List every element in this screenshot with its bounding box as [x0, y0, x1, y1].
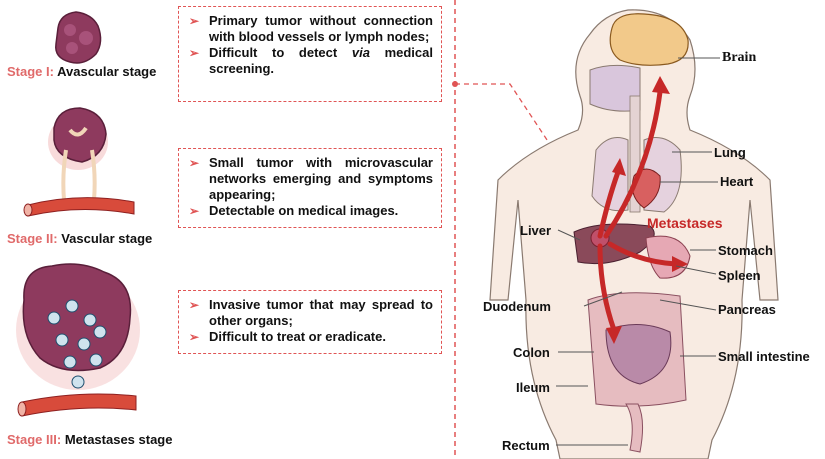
label-rectum: Rectum [502, 438, 550, 453]
stage-3-description: Invasive tumor that may spread to other … [178, 290, 442, 354]
label-heart: Heart [720, 174, 754, 189]
stage-2-point-1: Small tumor with microvascular networks … [187, 155, 433, 203]
label-lung: Lung [714, 145, 746, 160]
label-spleen: Spleen [718, 268, 761, 283]
stage-2-label: Stage II: Vascular stage [7, 231, 153, 246]
organ-leader-lines [556, 57, 720, 446]
label-stomach: Stomach [718, 243, 773, 258]
stage-1-description: Primary tumor without connection with bl… [178, 6, 442, 102]
label-small-intestine: Small intestine [718, 349, 810, 364]
label-liver: Liver [520, 223, 552, 238]
stage-1-label: Stage I: Avascular stage [7, 64, 157, 79]
stage-2-description: Small tumor with microvascular networks … [178, 148, 442, 228]
label-duodenum: Duodenum [483, 299, 551, 314]
stage-1-point-1: Primary tumor without connection with bl… [187, 13, 433, 45]
stage-1-point-2: Difficult to detect via medical screenin… [187, 45, 433, 77]
metastases-arrowheads [606, 76, 688, 344]
avascular-tumor-illustration [55, 11, 102, 64]
stage-3-label: Stage III: Metastases stage [7, 432, 173, 447]
stage-3-point-2: Difficult to treat or eradicate. [187, 329, 433, 345]
label-brain: Brain [722, 50, 757, 65]
stage-2-point-2: Detectable on medical images. [187, 203, 433, 219]
metastases-arrows [597, 89, 679, 333]
label-metastases: Metastases [647, 215, 723, 231]
vascular-tumor-illustration [23, 107, 135, 217]
stage-3-point-1: Invasive tumor that may spread to other … [187, 297, 433, 329]
label-pancreas: Pancreas [718, 302, 776, 317]
label-colon: Colon [513, 345, 550, 360]
metastatic-tumor-illustration [16, 263, 140, 417]
label-ileum: Ileum [516, 380, 550, 395]
